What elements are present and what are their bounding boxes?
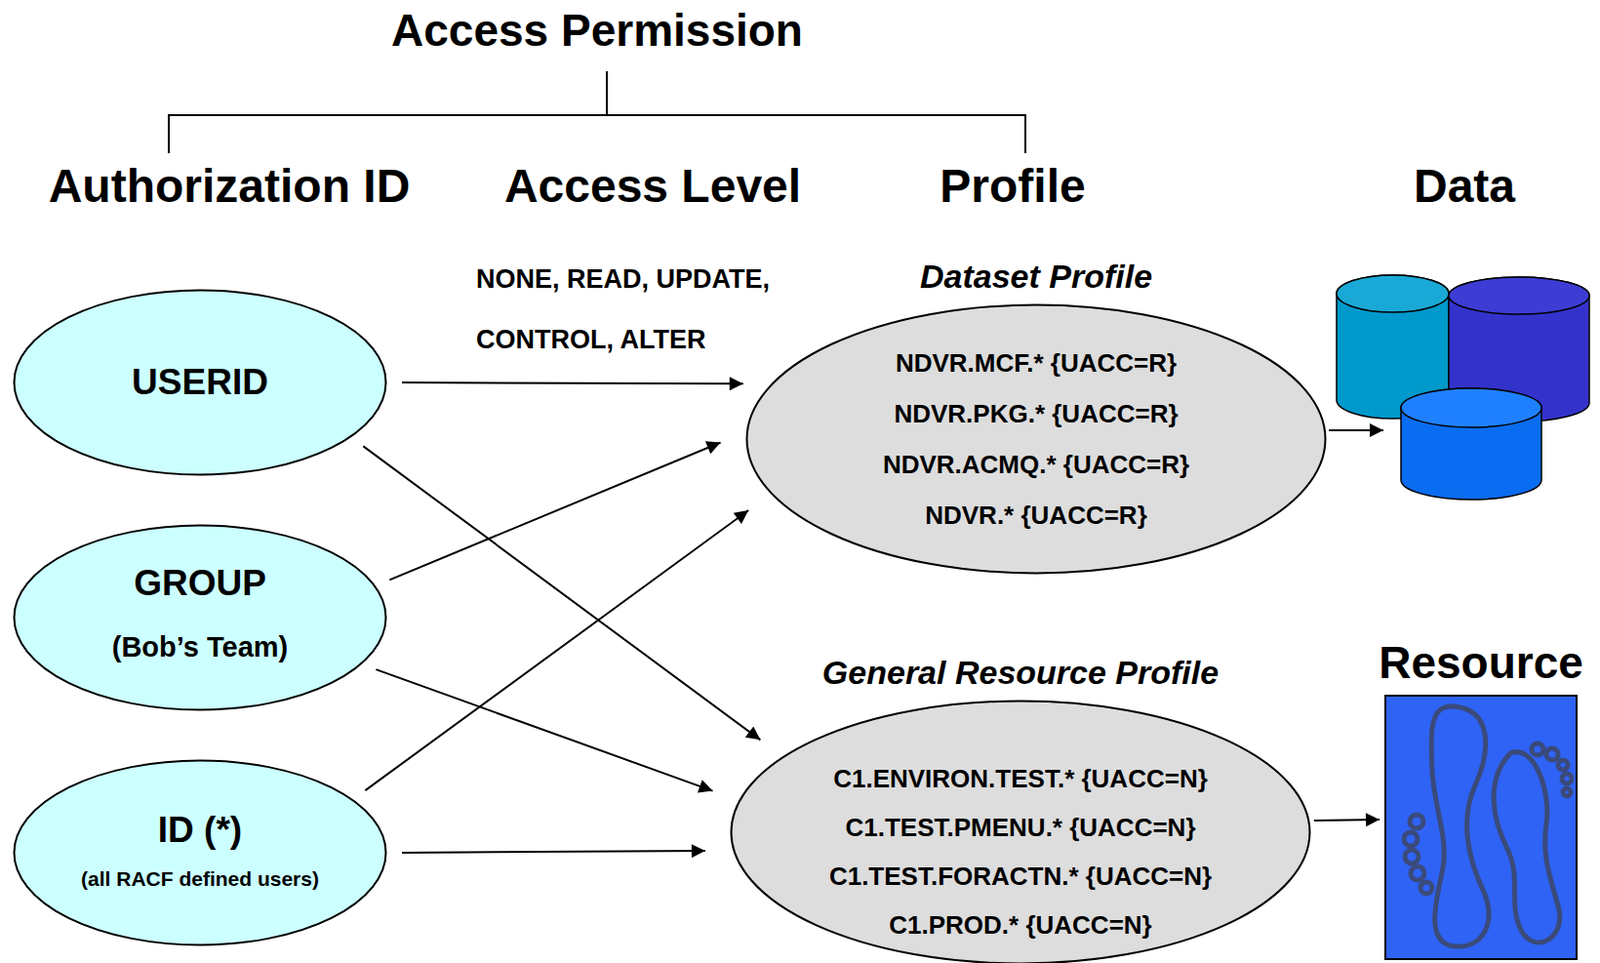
profile-oval: General Resource ProfileC1.ENVIRON.TEST.… — [729, 699, 1312, 963]
resource-box — [1385, 695, 1577, 960]
node-heading: Resource — [1378, 637, 1584, 688]
node-text: (all RACF defined users) — [80, 856, 320, 902]
node-text: C1.ENVIRON.TEST.* {UACC=N} — [833, 754, 1208, 803]
heading-holder: Dataset Profile — [920, 256, 1153, 296]
toe — [1558, 760, 1568, 770]
profile-oval: GROUP(Bob’s Team) — [12, 523, 388, 712]
oval-shape — [14, 760, 387, 946]
node-text: GROUP — [133, 554, 267, 613]
node-text: (Bob’s Team) — [112, 612, 288, 681]
node-text: NDVR.PKG.* {UACC=R} — [893, 388, 1178, 440]
node-text: C1.TEST.PMENU.* {UACC=N} — [844, 802, 1196, 852]
node-body: GROUP(Bob’s Team) — [12, 523, 388, 712]
data-arrow — [1328, 429, 1384, 432]
column-header: Profile — [939, 159, 1085, 213]
label-holder: Data — [1413, 159, 1516, 213]
oval-shape — [14, 290, 387, 476]
node-body: C1.ENVIRON.TEST.* {UACC=N}C1.TEST.PMENU.… — [729, 719, 1312, 963]
heading-holder: General Resource Profile — [822, 652, 1219, 692]
cylinder-top — [1400, 388, 1542, 428]
toe — [1410, 866, 1425, 880]
toe — [1409, 814, 1424, 829]
cylinder-body — [1400, 388, 1542, 500]
footprints — [1403, 706, 1572, 947]
profile-oval: ID (*)(all RACF defined users) — [12, 759, 388, 947]
node-heading: Dataset Profile — [920, 256, 1153, 296]
title-bracket — [168, 71, 1026, 154]
oval-outline — [745, 303, 1327, 575]
oval-shape — [747, 305, 1326, 574]
node-text: NDVR.* {UACC=R} — [924, 489, 1148, 541]
connector-arrow — [1314, 819, 1380, 821]
footprint — [1493, 752, 1560, 943]
toe — [1403, 832, 1418, 846]
connector-arrow — [375, 669, 713, 792]
node-text: NDVR.ACMQ.* {UACC=R} — [882, 439, 1190, 490]
diagram-title: Access Permission — [391, 4, 803, 57]
oval-shape — [14, 525, 387, 711]
resource-picture — [1385, 695, 1577, 960]
toe — [1531, 743, 1544, 756]
column-header: Data — [1413, 159, 1516, 213]
footprint — [1431, 706, 1489, 947]
node-text: NDVR.MCF.* {UACC=R} — [895, 337, 1177, 389]
oval-shape — [731, 701, 1311, 963]
bracket-bar — [168, 115, 1026, 154]
oval-outline — [12, 523, 388, 712]
profile-oval: Dataset ProfileNDVR.MCF.* {UACC=R}NDVR.P… — [745, 303, 1327, 575]
connector-arrow — [389, 441, 720, 580]
label-holder: Profile — [939, 159, 1085, 213]
heading-holder: Resource — [1378, 637, 1584, 688]
node-text: C1.TEST.FORACTN.* {UACC=N} — [829, 851, 1212, 901]
toe — [1561, 773, 1572, 784]
node-body: ID (*)(all RACF defined users) — [12, 759, 388, 947]
toe — [1562, 788, 1571, 797]
bracket-stem — [605, 71, 608, 116]
profile-oval: USERID — [12, 288, 388, 477]
access-level-list: NONE, READ, UPDATE, CONTROL, ALTER — [476, 248, 847, 370]
label-holder: Access Level — [504, 159, 801, 213]
resource-box: Resource — [1385, 695, 1577, 960]
label-holder: Authorization ID — [48, 159, 411, 213]
toe — [1404, 849, 1419, 864]
cylinder-top — [1336, 275, 1449, 313]
connector-arrow — [364, 510, 749, 791]
cylinder-top — [1448, 277, 1590, 315]
node-text: ID (*) — [158, 803, 242, 857]
node-body — [1385, 695, 1577, 960]
column-header: Access Level — [504, 159, 801, 213]
node-heading: General Resource Profile — [822, 652, 1219, 692]
column-header: Authorization ID — [48, 159, 411, 213]
node-text: C1.PROD.* {UACC=N} — [888, 900, 1152, 950]
connector-arrow — [362, 445, 760, 740]
connector-arrow — [401, 850, 706, 853]
node-text: USERID — [131, 360, 269, 404]
node-body: NDVR.MCF.* {UACC=R}NDVR.PKG.* {UACC=R}ND… — [745, 303, 1327, 575]
oval-outline — [12, 759, 388, 947]
connector-arrow — [401, 382, 744, 384]
toe — [1420, 881, 1433, 894]
data-cylinders — [1336, 275, 1590, 500]
title-holder: Access Permission — [391, 4, 803, 57]
node-body: USERID — [12, 288, 388, 477]
label-holder: NONE, READ, UPDATE, CONTROL, ALTER — [476, 248, 847, 370]
toe — [1546, 748, 1559, 760]
